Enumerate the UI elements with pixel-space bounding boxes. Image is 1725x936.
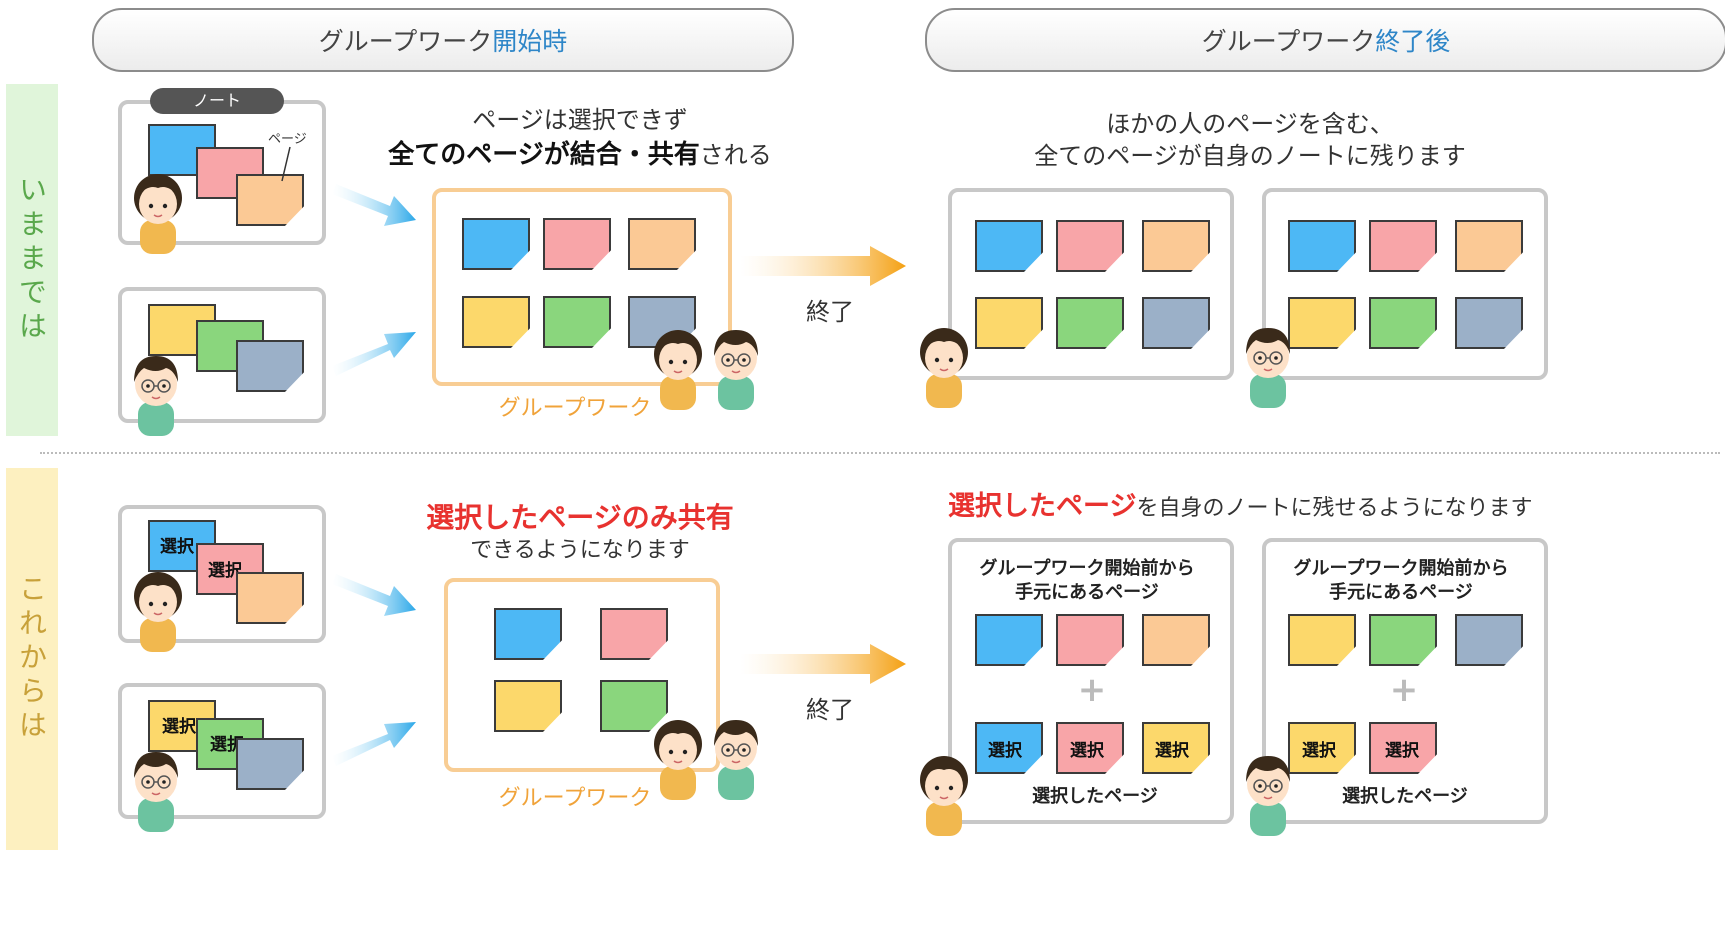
arrow-right-icon — [740, 246, 906, 286]
page-blue — [494, 608, 562, 660]
select-tag: 選択 — [1302, 741, 1336, 761]
arrow-right-icon — [740, 644, 906, 684]
panel-title-line2: 手元にあるページ — [1015, 582, 1159, 603]
select-tag: 選択 — [1155, 741, 1189, 761]
person-girl-avatar — [919, 327, 969, 408]
row-divider — [40, 452, 1720, 454]
page-pink — [1056, 614, 1124, 666]
page-blue-selected — [975, 722, 1043, 774]
page-yellow — [1288, 297, 1356, 349]
select-tag: 選択 — [1070, 741, 1104, 761]
page-orange — [236, 572, 304, 624]
select-tag: 選択 — [1385, 741, 1419, 761]
plus-icon: + — [1077, 670, 1107, 710]
person-boy-avatar — [713, 719, 759, 800]
person-boy-avatar — [1245, 755, 1291, 836]
page-yellow — [975, 297, 1043, 349]
page-slate — [1142, 297, 1210, 349]
selected-pages-label: 選択したページ — [1342, 786, 1468, 807]
select-tag: 選択 — [208, 561, 242, 581]
person-girl-avatar — [653, 719, 703, 800]
plus-icon: + — [1389, 670, 1419, 710]
page-label: ページ — [268, 132, 307, 147]
select-tag: 選択 — [162, 717, 196, 737]
page-pink — [543, 218, 611, 270]
user-a-result-note — [948, 188, 1234, 380]
page-slate — [236, 340, 304, 392]
page-pink-selected — [1056, 722, 1124, 774]
page-blue — [975, 220, 1043, 272]
page-blue — [975, 614, 1043, 666]
top-row-label: いままでは — [15, 175, 48, 345]
page-slate — [236, 738, 304, 790]
page-green — [600, 680, 668, 732]
page-blue — [1288, 220, 1356, 272]
arrow-right-icon — [332, 332, 416, 376]
bottom-band — [6, 468, 58, 850]
select-tag: 選択 — [210, 735, 244, 755]
page-green — [1369, 297, 1437, 349]
select-tag: 選択 — [160, 537, 194, 557]
person-girl-avatar — [133, 571, 183, 652]
bottom-result-caption: 選択したページを自身のノートに残せるようになります — [948, 491, 1533, 522]
page-orange — [1142, 614, 1210, 666]
page-orange — [1142, 220, 1210, 272]
end-label: 終了 — [806, 298, 854, 326]
arrow-right-icon — [332, 574, 416, 616]
header-end: グループワーク終了後 — [925, 8, 1725, 72]
select-tag: 選択 — [988, 741, 1022, 761]
page-orange — [628, 218, 696, 270]
page-orange — [1455, 220, 1523, 272]
panel-title-line1: グループワーク開始前から — [979, 558, 1195, 579]
arrow-right-icon — [332, 722, 416, 766]
page-yellow-selected — [1288, 722, 1356, 774]
top-band — [6, 84, 58, 436]
user-a-result-note — [948, 538, 1234, 824]
page-pink — [1369, 220, 1437, 272]
note-tab: ノート — [150, 88, 284, 114]
result-line2: 全てのページが自身のノートに残ります — [1034, 142, 1466, 170]
user-b-result-note — [1262, 538, 1548, 824]
user-b-result-note — [1262, 188, 1548, 380]
arrow-right-icon — [332, 184, 416, 226]
header-start: グループワーク開始時 — [92, 8, 794, 72]
person-boy-avatar — [1245, 327, 1291, 408]
person-boy-avatar — [133, 751, 179, 832]
panel-title-line2: 手元にあるページ — [1329, 582, 1473, 603]
page-pink — [1056, 220, 1124, 272]
page-slate — [1455, 297, 1523, 349]
page-blue — [462, 218, 530, 270]
person-girl-avatar — [133, 173, 183, 254]
page-green — [1056, 297, 1124, 349]
page-green — [1369, 614, 1437, 666]
bottom-caption-red: 選択したページのみ共有 — [426, 501, 734, 534]
bottom-row-label: これからは — [15, 574, 48, 744]
page-pink-selected — [1369, 722, 1437, 774]
page-pink — [600, 608, 668, 660]
person-boy-avatar — [133, 355, 179, 436]
page-pointer-line — [281, 146, 291, 182]
bottom-caption-rest: できるようになります — [470, 538, 690, 563]
result-line1: ほかの人のページを含む、 — [1106, 110, 1394, 138]
selected-pages-label: 選択したページ — [1032, 786, 1158, 807]
person-girl-avatar — [919, 755, 969, 836]
person-boy-avatar — [713, 329, 759, 410]
group-work-label: グループワーク — [498, 786, 652, 811]
page-orange — [236, 174, 304, 226]
page-yellow — [1288, 614, 1356, 666]
page-yellow — [462, 296, 530, 348]
person-girl-avatar — [653, 329, 703, 410]
page-slate — [1455, 614, 1523, 666]
end-label: 終了 — [806, 696, 854, 724]
top-caption-line2: 全てのページが結合・共有される — [388, 140, 772, 170]
page-yellow-selected — [1142, 722, 1210, 774]
top-caption-line1: ページは選択できず — [472, 106, 688, 134]
group-work-label: グループワーク — [498, 396, 652, 421]
panel-title-line1: グループワーク開始前から — [1293, 558, 1509, 579]
page-yellow — [494, 680, 562, 732]
page-green — [543, 296, 611, 348]
